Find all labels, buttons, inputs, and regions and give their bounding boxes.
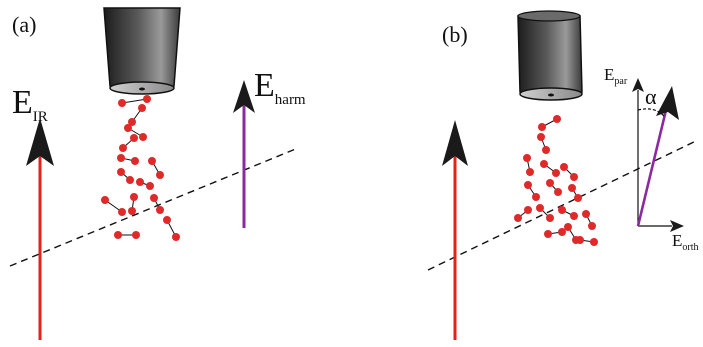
polarization-line-b — [427, 139, 699, 271]
panel-a: (a) EIR Eharm — [9, 7, 306, 340]
panel-a-label: (a) — [12, 12, 36, 37]
e-ir-arrow — [26, 118, 54, 340]
molecules-b — [514, 115, 598, 246]
e-ir-label: EIR — [12, 84, 48, 125]
e-ir-arrow-b — [442, 120, 468, 340]
e-orth-label: Eorth — [672, 231, 699, 253]
polarization-axes — [632, 78, 684, 232]
panel-b: (b) Epar α Eorth — [427, 10, 699, 340]
angle-alpha-label: α — [645, 84, 657, 109]
e-harm-arrow — [233, 80, 255, 228]
gas-nozzle-icon — [103, 7, 181, 95]
gas-nozzle-icon — [517, 10, 583, 101]
e-harm-label: Eharm — [254, 67, 306, 108]
molecules-a — [101, 95, 180, 241]
e-par-label: Epar — [604, 65, 628, 87]
panel-b-label: (b) — [442, 22, 468, 47]
polarization-line-a — [9, 147, 299, 267]
